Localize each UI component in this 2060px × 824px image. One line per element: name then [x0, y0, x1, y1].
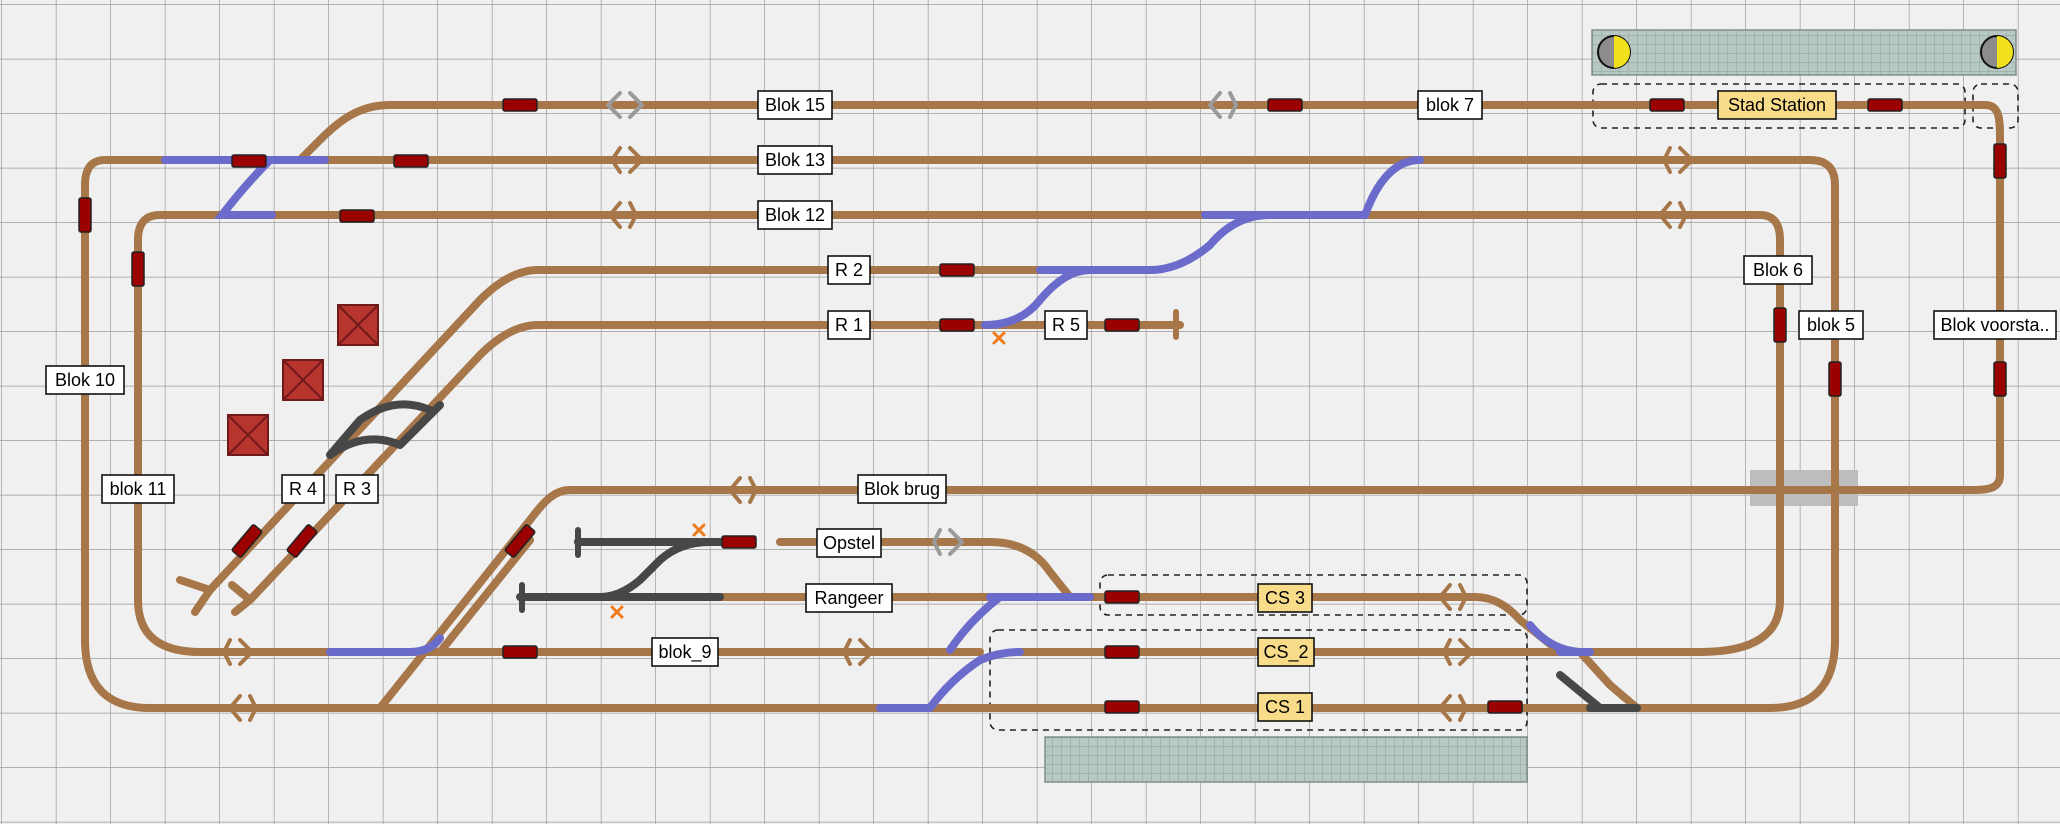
block-label: Blok 10 [55, 370, 115, 390]
block-blok-13: Blok 13 [757, 145, 833, 175]
block-label: Rangeer [814, 588, 883, 608]
block-label: Opstel [823, 533, 875, 553]
signal [286, 524, 318, 558]
signal [1104, 645, 1140, 659]
block-label: R 5 [1052, 315, 1080, 335]
block-label: CS_2 [1263, 642, 1308, 663]
signal [393, 154, 429, 168]
block-blok-6: Blok 6 [1743, 255, 1813, 285]
block-cs-2: CS_2 [1257, 637, 1315, 667]
block-r-4: R 4 [281, 474, 325, 504]
signal [1267, 98, 1303, 112]
block-blok-12: Blok 12 [757, 200, 833, 230]
signal [1773, 307, 1787, 343]
lamp-icon [1597, 35, 1631, 69]
block-label: Blok 13 [765, 150, 825, 170]
block-label: R 1 [835, 315, 863, 335]
signal [502, 98, 538, 112]
block-label: Blok brug [864, 479, 940, 499]
block-r-3: R 3 [335, 474, 379, 504]
tracks-inactive [326, 400, 1641, 712]
direction-arrows [222, 91, 1694, 722]
block-r-5: R 5 [1044, 310, 1088, 340]
block-label: Blok voorsta.. [1940, 315, 2049, 335]
block-blok-11: blok 11 [101, 474, 175, 504]
block-stad-station: Stad Station [1717, 90, 1837, 120]
signal [1487, 700, 1523, 714]
signals [78, 98, 2007, 714]
block-label: Stad Station [1728, 95, 1826, 115]
block-blok-brug: Blok brug [857, 474, 947, 504]
block-label: Blok 6 [1753, 260, 1803, 280]
signal [1104, 700, 1140, 714]
block-label: blok 5 [1807, 315, 1855, 335]
block-label: blok 7 [1426, 95, 1474, 115]
signal [1104, 318, 1140, 332]
block-opstel: Opstel [816, 528, 882, 558]
block-blok-15: Blok 15 [757, 90, 833, 120]
block-label: R 4 [289, 479, 317, 499]
block-blok-7: blok 7 [1417, 90, 1483, 120]
signal [131, 251, 145, 287]
lamp-icon [1980, 35, 2014, 69]
marker-icon [610, 331, 1006, 619]
block-rangeer: Rangeer [805, 583, 893, 613]
crate-icon [282, 359, 324, 401]
block-blok-voorstation: Blok voorsta.. [1933, 310, 2057, 340]
signal [78, 197, 92, 233]
block-blok-10: Blok 10 [45, 365, 125, 395]
signal [231, 524, 263, 558]
crate-icon [337, 304, 379, 346]
signal [502, 645, 538, 659]
block-label: R 3 [343, 479, 371, 499]
block-r-1: R 1 [827, 310, 871, 340]
crate-icon [227, 414, 269, 456]
signal [1649, 98, 1685, 112]
block-label: Blok 15 [765, 95, 825, 115]
signal [1828, 361, 1842, 397]
signal [1104, 590, 1140, 604]
block-label: CS 1 [1265, 697, 1305, 717]
blocks[interactable]: Blok 15 blok 7 Stad Station Blok 13 Blok… [45, 90, 2057, 722]
block-label: CS 3 [1265, 588, 1305, 608]
block-label: R 2 [835, 260, 863, 280]
signal [1867, 98, 1903, 112]
signal [721, 535, 757, 549]
accessory-crates [227, 304, 379, 456]
platform-top [1591, 29, 2017, 76]
signal [939, 318, 975, 332]
block-label: blok 11 [110, 479, 167, 499]
platform-bottom [1044, 736, 1528, 783]
signal [939, 263, 975, 277]
signal [1993, 143, 2007, 179]
block-r-2: R 2 [827, 255, 871, 285]
signal [1993, 361, 2007, 397]
block-cs-3: CS 3 [1257, 583, 1313, 613]
block-blok-9: blok_9 [651, 637, 719, 667]
signal [504, 524, 536, 558]
signal [231, 154, 267, 168]
buffer-stops [519, 309, 1179, 613]
signal [339, 209, 375, 223]
block-label: Blok 12 [765, 205, 825, 225]
block-label: blok_9 [658, 642, 711, 663]
block-blok-5: blok 5 [1798, 310, 1864, 340]
block-cs-1: CS 1 [1257, 692, 1313, 722]
